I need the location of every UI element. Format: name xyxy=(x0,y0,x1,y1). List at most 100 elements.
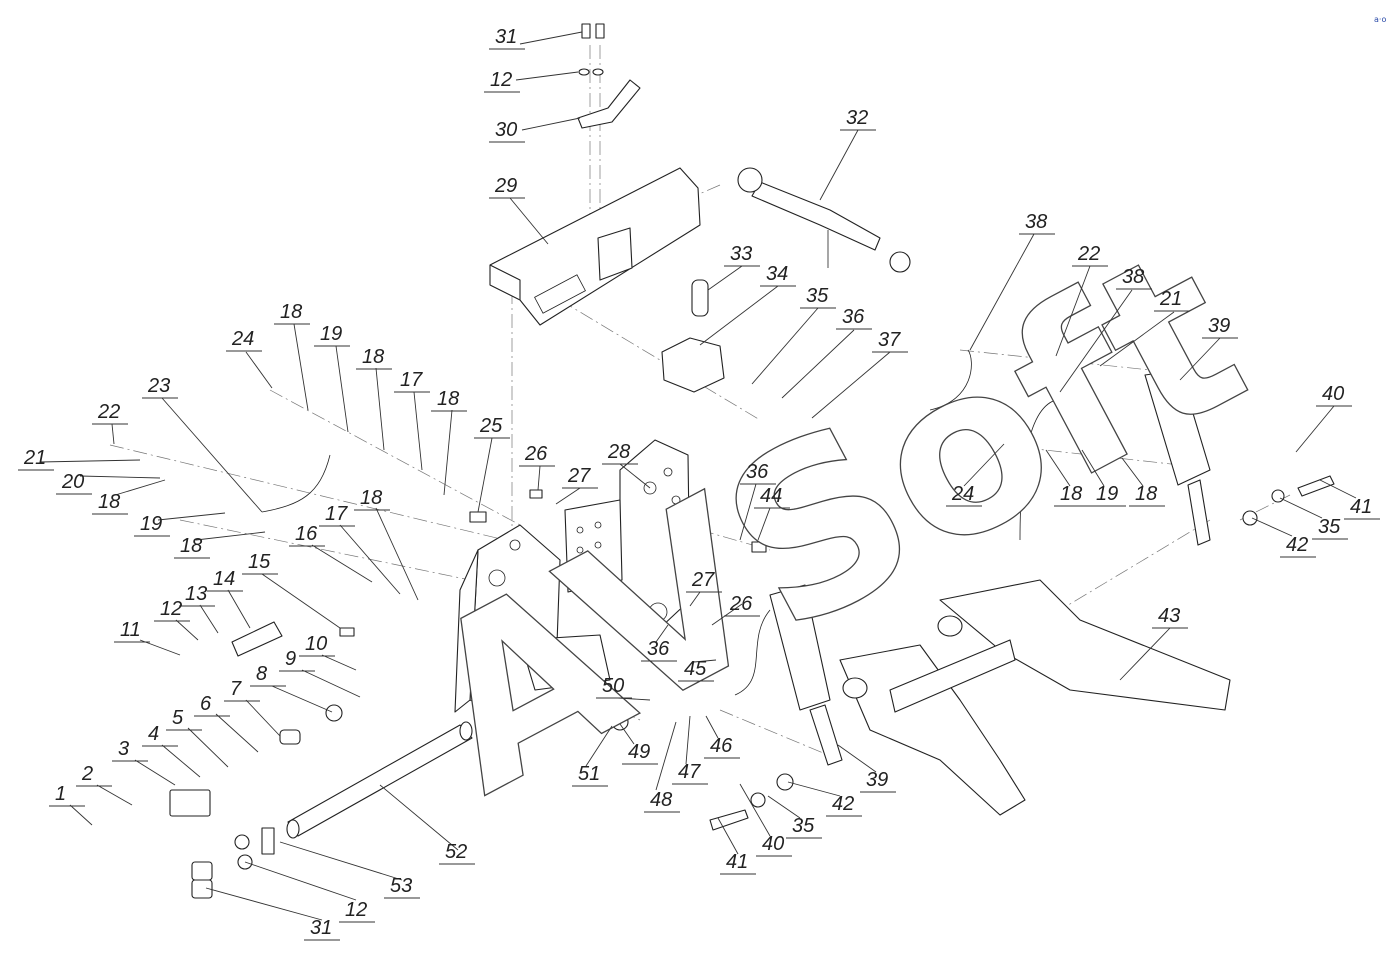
callout-leader-line xyxy=(111,423,115,445)
callout-number: 36 xyxy=(746,461,769,483)
top-bracket xyxy=(577,23,641,129)
callout-number: 46 xyxy=(710,735,733,757)
pin-and-bracket xyxy=(661,279,725,393)
callout-leader-line xyxy=(175,619,199,641)
callout-leader-line xyxy=(96,784,133,806)
callout-number: 37 xyxy=(878,329,901,351)
callout-number: 42 xyxy=(1286,534,1308,556)
callout-number: 17 xyxy=(400,369,423,391)
callout-number: 12 xyxy=(160,598,182,620)
hydraulic-hoses xyxy=(261,349,1071,541)
callout-leader-line xyxy=(963,443,1005,487)
callout-leader-line xyxy=(245,699,281,737)
callout-number: 52 xyxy=(445,841,467,863)
callout-number: 18 xyxy=(180,535,202,557)
callout-number: 39 xyxy=(1208,315,1230,337)
callout-number: 53 xyxy=(390,875,412,897)
callout-leader-line xyxy=(69,804,93,826)
callout-leader-line xyxy=(711,603,743,626)
callout-leader-line xyxy=(689,591,701,607)
callout-leader-line xyxy=(837,744,877,773)
callout-leader-line xyxy=(521,117,581,131)
callout-number: 48 xyxy=(650,789,672,811)
callout-leader-line xyxy=(335,345,349,433)
callout-leader-line xyxy=(161,744,201,778)
callout-leader-line xyxy=(1319,479,1357,499)
callout-leader-line xyxy=(757,507,771,541)
callout-leaders xyxy=(18,31,1380,941)
callout-number: 42 xyxy=(832,793,854,815)
callout-number: 25 xyxy=(479,415,503,437)
callout-number: 8 xyxy=(256,663,267,685)
callout-number: 35 xyxy=(792,815,815,837)
callout-leader-line xyxy=(199,604,219,634)
callout-number: 12 xyxy=(345,899,367,921)
callout-number: 18 xyxy=(98,491,120,513)
callout-number: 2 xyxy=(81,763,93,785)
callout-number: 21 xyxy=(23,447,46,469)
callout-leader-line xyxy=(685,715,691,765)
callout-number: 15 xyxy=(248,551,271,573)
callout-leader-line xyxy=(375,507,419,601)
callout-leader-line xyxy=(619,723,635,745)
callout-number: 26 xyxy=(524,443,548,465)
callout-number: 19 xyxy=(1096,483,1118,505)
callout-number: 26 xyxy=(729,593,753,615)
callout-leader-line xyxy=(1279,497,1323,519)
callout-number: 13 xyxy=(185,583,207,605)
callout-number: 19 xyxy=(140,513,162,535)
callout-number: 7 xyxy=(230,678,242,700)
callout-leader-line xyxy=(509,197,549,245)
callout-number: 35 xyxy=(1318,516,1341,538)
callout-number: 22 xyxy=(97,401,120,423)
callout-number: 18 xyxy=(1135,483,1157,505)
callout-leader-line xyxy=(443,409,453,496)
callout-number: 40 xyxy=(1322,383,1344,405)
callout-number: 36 xyxy=(647,638,670,660)
callout-number: 33 xyxy=(730,243,752,265)
callout-leader-line xyxy=(767,795,801,819)
callout-leader-line xyxy=(707,265,743,291)
callout-leader-line xyxy=(195,531,266,541)
callout-leader-line xyxy=(187,727,229,768)
callout-number: 16 xyxy=(295,523,318,545)
callout-leader-line xyxy=(969,233,1035,351)
callout-number: 31 xyxy=(310,917,332,939)
callout-number: 23 xyxy=(147,375,170,397)
callout-leader-line xyxy=(1179,337,1221,381)
callout-leader-line xyxy=(245,351,273,389)
callout-leader-line xyxy=(1081,449,1105,487)
callout-number: 3 xyxy=(118,738,129,760)
callout-leader-line xyxy=(39,459,141,463)
callout-number: 18 xyxy=(360,487,382,509)
callout-leader-line xyxy=(585,725,613,767)
callout-number: 27 xyxy=(567,465,591,487)
callout-leader-line xyxy=(139,639,181,656)
callout-number: 5 xyxy=(172,707,184,729)
top-link-assembly xyxy=(737,167,911,273)
callout-number: 34 xyxy=(766,263,788,285)
callout-leader-line xyxy=(515,71,579,81)
callout-number: 11 xyxy=(120,619,141,641)
callout-leader-line xyxy=(1059,289,1133,393)
callout-number: 40 xyxy=(762,833,784,855)
callout-labels: 1234567891011121212131415161717181818181… xyxy=(23,26,1372,939)
callout-number: 18 xyxy=(280,301,302,323)
callout-number: 21 xyxy=(1159,288,1182,310)
callout-number: 41 xyxy=(1350,496,1372,518)
callout-number: 10 xyxy=(305,633,327,655)
callout-number: 22 xyxy=(1077,243,1100,265)
callout-number: 35 xyxy=(806,285,829,307)
callout-number: 9 xyxy=(285,648,296,670)
callout-leader-line xyxy=(705,715,719,739)
callout-leader-line xyxy=(1251,517,1293,537)
callout-leader-line xyxy=(519,31,583,45)
callout-number: 29 xyxy=(494,175,517,197)
callout-leader-line xyxy=(301,669,361,698)
callout-leader-line xyxy=(293,323,309,411)
callout-leader-line xyxy=(134,759,176,786)
callout-number: 51 xyxy=(578,763,600,785)
callout-leader-line xyxy=(413,391,423,471)
callout-number: 39 xyxy=(866,769,888,791)
